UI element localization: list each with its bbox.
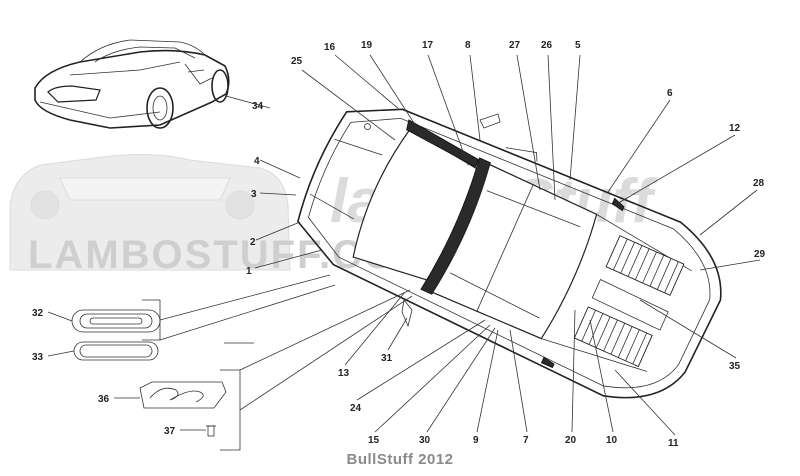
leader-lines [47, 54, 761, 436]
callout-2: 2 [250, 237, 256, 248]
callout-10: 10 [606, 435, 618, 446]
mirror [401, 113, 501, 328]
callout-12: 12 [729, 123, 741, 134]
callout-24: 24 [350, 403, 362, 414]
callout-33: 33 [32, 352, 44, 363]
badge-36-script-emblem [139, 381, 227, 409]
callout-37: 37 [164, 426, 176, 437]
callout-16: 16 [324, 42, 336, 53]
callout-26: 26 [541, 40, 553, 51]
badge-33-gasket [73, 341, 159, 361]
watermark-car-silhouette-icon [9, 153, 291, 271]
badge-32-rear-emblem [71, 309, 161, 333]
callout-30: 30 [419, 435, 431, 446]
callout-9: 9 [473, 435, 479, 446]
callout-35: 35 [729, 361, 741, 372]
callout-4: 4 [254, 156, 260, 167]
callout-20: 20 [565, 435, 577, 446]
callout-32: 32 [32, 308, 44, 319]
callout-5: 5 [575, 40, 581, 51]
callout-25: 25 [291, 56, 303, 67]
callout-19: 19 [361, 40, 373, 51]
engine-vent-left [605, 235, 685, 296]
callout-1: 1 [246, 266, 252, 277]
callout-8: 8 [465, 40, 471, 51]
car-perspective-view [34, 39, 230, 129]
callout-11: 11 [668, 438, 679, 449]
callout-15: 15 [368, 435, 380, 446]
part-37-screw [206, 425, 216, 437]
car-top-view [297, 108, 722, 399]
callout-13: 13 [338, 368, 350, 379]
callout-29: 29 [754, 249, 766, 260]
callout-34: 34 [252, 101, 264, 112]
callout-7: 7 [523, 435, 529, 446]
engine-vent-right [573, 306, 653, 368]
callout-3: 3 [251, 189, 257, 200]
callout-6: 6 [667, 88, 673, 99]
callout-36: 36 [98, 394, 110, 405]
copyright-caption: BullStuff 2012 [346, 451, 454, 468]
callout-31: 31 [381, 353, 393, 364]
callout-27: 27 [509, 40, 521, 51]
callout-labels: 1 2 3 4 5 6 7 8 9 10 11 12 13 15 16 17 1… [32, 40, 766, 449]
callout-17: 17 [422, 40, 434, 51]
callout-28: 28 [753, 178, 765, 189]
bracket-lines [142, 299, 241, 451]
